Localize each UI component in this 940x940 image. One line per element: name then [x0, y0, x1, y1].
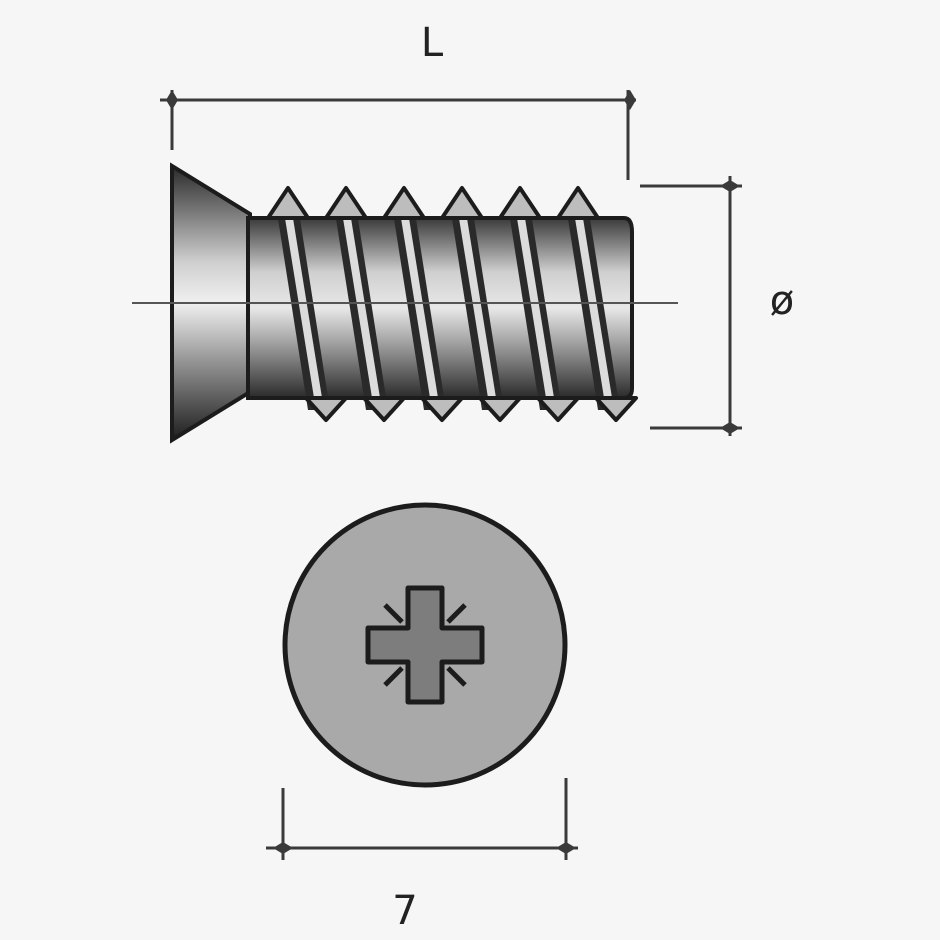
thread-crest-bottom — [420, 396, 464, 422]
thread-crest-top — [556, 186, 600, 220]
thread-crest-top — [266, 186, 310, 220]
thread-highlight — [516, 212, 555, 404]
thread-crest-bottom — [362, 396, 406, 422]
thread-crest-top — [382, 186, 426, 220]
length-dimension: L — [160, 20, 636, 180]
head-diameter-label: 7 — [392, 888, 417, 934]
thread-highlight — [342, 212, 381, 404]
head-diameter-dimension: 7 — [266, 778, 578, 934]
length-label: L — [421, 20, 444, 66]
arrow-right-icon — [624, 90, 636, 110]
arrow-up-icon — [720, 180, 740, 192]
thread-crest-bottom — [478, 396, 522, 422]
thread-highlight — [458, 212, 497, 404]
thread-highlight — [574, 212, 613, 404]
arrow-down-icon — [720, 422, 740, 434]
thread-crest-bottom — [594, 396, 638, 422]
arrow-left-icon — [273, 842, 293, 854]
pozidriv-recess-icon — [365, 585, 485, 705]
screw-threads — [266, 186, 638, 422]
thread-highlight — [400, 212, 439, 404]
arrow-left-icon — [166, 90, 178, 110]
thread-crest-bottom — [536, 396, 580, 422]
thread-crest-top — [498, 186, 542, 220]
diameter-label: ø — [770, 278, 794, 324]
thread-crest-bottom — [304, 396, 348, 422]
thread-highlight — [284, 212, 323, 404]
screw-head-top-view — [282, 502, 568, 788]
screw-side-view — [132, 162, 678, 444]
diameter-dimension: ø — [640, 176, 794, 436]
arrow-right-icon — [556, 842, 576, 854]
thread-crest-top — [440, 186, 484, 220]
thread-crest-top — [324, 186, 368, 220]
